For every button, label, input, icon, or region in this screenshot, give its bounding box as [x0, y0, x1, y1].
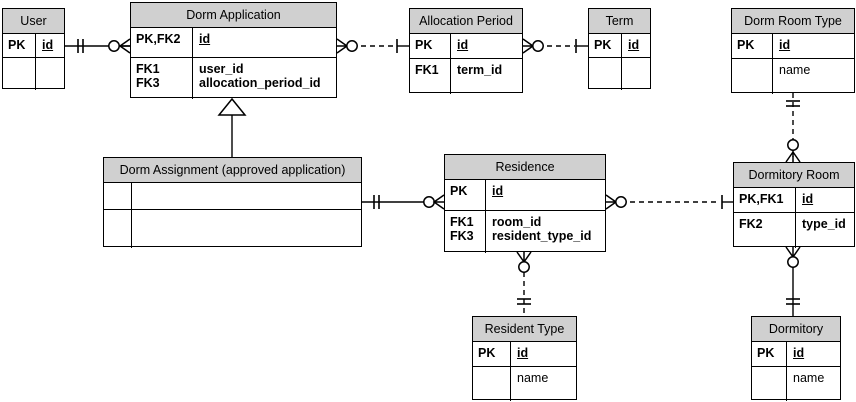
- attribute-cell: [622, 58, 650, 90]
- attribute-cell: room_id resident_type_id: [492, 215, 592, 243]
- entity-row: PK id: [3, 34, 64, 58]
- entity-title-residence: Residence: [445, 155, 605, 180]
- entity-dorm-assignment[interactable]: Dorm Assignment (approved application): [103, 157, 362, 248]
- relationship-allocation-period-to-term[interactable]: [522, 38, 588, 54]
- primary-key-attribute: id: [42, 38, 54, 52]
- relationship-dorm-assignment-to-residence[interactable]: [362, 194, 445, 210]
- relationship-user-to-dorm-application[interactable]: [65, 38, 131, 54]
- attribute-cell: id: [796, 188, 854, 212]
- entity-row: PK id: [410, 34, 522, 59]
- entity-row: FK1 term_id: [410, 59, 522, 94]
- relationship-residence-to-resident-type[interactable]: [516, 251, 532, 316]
- entity-row: PK,FK1 id: [734, 188, 854, 213]
- entity-title-dorm-application: Dorm Application: [131, 3, 336, 28]
- attribute-cell: user_id allocation_period_id: [199, 62, 321, 90]
- entity-title-user: User: [3, 9, 64, 34]
- primary-key-attribute: id: [779, 38, 791, 52]
- relationship-dorm-assignment-inherits-dorm-application[interactable]: [217, 97, 247, 157]
- entity-row: PK id: [445, 180, 605, 211]
- key-cell: PK,FK2: [131, 28, 193, 57]
- key-cell: [104, 210, 132, 248]
- relationship-dormitory-room-to-dormitory[interactable]: [785, 246, 801, 316]
- key-cell: FK1: [410, 59, 451, 94]
- key-cell: [589, 58, 622, 90]
- attribute-cell: id: [193, 28, 336, 57]
- key-cell: [732, 59, 773, 94]
- attribute-cell: name: [517, 371, 549, 385]
- relationship-dorm-room-type-to-dormitory-room[interactable]: [785, 93, 801, 163]
- key-cell: PK,FK1: [734, 188, 796, 212]
- key-cell: [752, 367, 787, 401]
- key-cell: PK: [445, 180, 486, 210]
- attribute-cell: id: [36, 34, 64, 57]
- key-cell: FK2: [734, 213, 796, 248]
- attribute-cell: [36, 58, 64, 90]
- relationship-residence-to-dormitory-room[interactable]: [605, 194, 733, 210]
- entity-title-dorm-assignment: Dorm Assignment (approved application): [104, 158, 361, 183]
- entity-title-allocation-period: Allocation Period: [410, 9, 522, 34]
- attribute-cell: id: [486, 180, 605, 210]
- entity-row: name: [752, 367, 840, 401]
- entity-row: PK id: [732, 34, 854, 59]
- attribute-cell: id: [511, 342, 576, 366]
- key-cell: [104, 183, 132, 209]
- primary-key-attribute: id: [517, 346, 529, 360]
- entity-row: [104, 210, 361, 248]
- key-cell: FK1 FK3: [131, 58, 193, 99]
- entity-title-dormitory-room: Dormitory Room: [734, 163, 854, 188]
- attribute-cell: id: [787, 342, 840, 366]
- entity-row: FK2 type_id: [734, 213, 854, 248]
- key-cell: FK1 FK3: [445, 211, 486, 253]
- entity-row: name: [732, 59, 854, 94]
- entity-row: [589, 58, 650, 90]
- key-cell: PK: [410, 34, 451, 58]
- attribute-cell: term_id: [457, 63, 503, 77]
- primary-key-attribute: id: [802, 192, 814, 206]
- key-cell: PK: [3, 34, 36, 57]
- entity-row: PK id: [473, 342, 576, 367]
- primary-key-attribute: id: [793, 346, 805, 360]
- entity-title-term: Term: [589, 9, 650, 34]
- attribute-cell: name: [779, 63, 811, 77]
- entity-title-resident-type: Resident Type: [473, 317, 576, 342]
- entity-row: [3, 58, 64, 90]
- primary-key-attribute: id: [199, 32, 211, 46]
- attribute-cell: name: [793, 371, 825, 385]
- attribute-cell: type_id: [802, 217, 846, 231]
- key-cell: [3, 58, 36, 90]
- relationship-dorm-application-to-allocation-period[interactable]: [336, 38, 409, 54]
- key-cell: PK: [752, 342, 787, 366]
- entity-title-dorm-room-type: Dorm Room Type: [732, 9, 854, 34]
- entity-row: PK id: [589, 34, 650, 58]
- key-cell: PK: [473, 342, 511, 366]
- entity-row: PK,FK2 id: [131, 28, 336, 58]
- attribute-cell: id: [622, 34, 650, 57]
- entity-title-dormitory: Dormitory: [752, 317, 840, 342]
- key-cell: PK: [732, 34, 773, 58]
- primary-key-attribute: id: [457, 38, 469, 52]
- entity-row: PK id: [752, 342, 840, 367]
- key-cell: [473, 367, 511, 401]
- key-cell: PK: [589, 34, 622, 57]
- attribute-cell: [132, 183, 361, 209]
- attribute-cell: id: [773, 34, 854, 58]
- primary-key-attribute: id: [628, 38, 640, 52]
- attribute-cell: id: [451, 34, 522, 58]
- primary-key-attribute: id: [492, 184, 504, 198]
- attribute-cell: [132, 210, 361, 248]
- entity-row: [104, 183, 361, 210]
- entity-row: name: [473, 367, 576, 401]
